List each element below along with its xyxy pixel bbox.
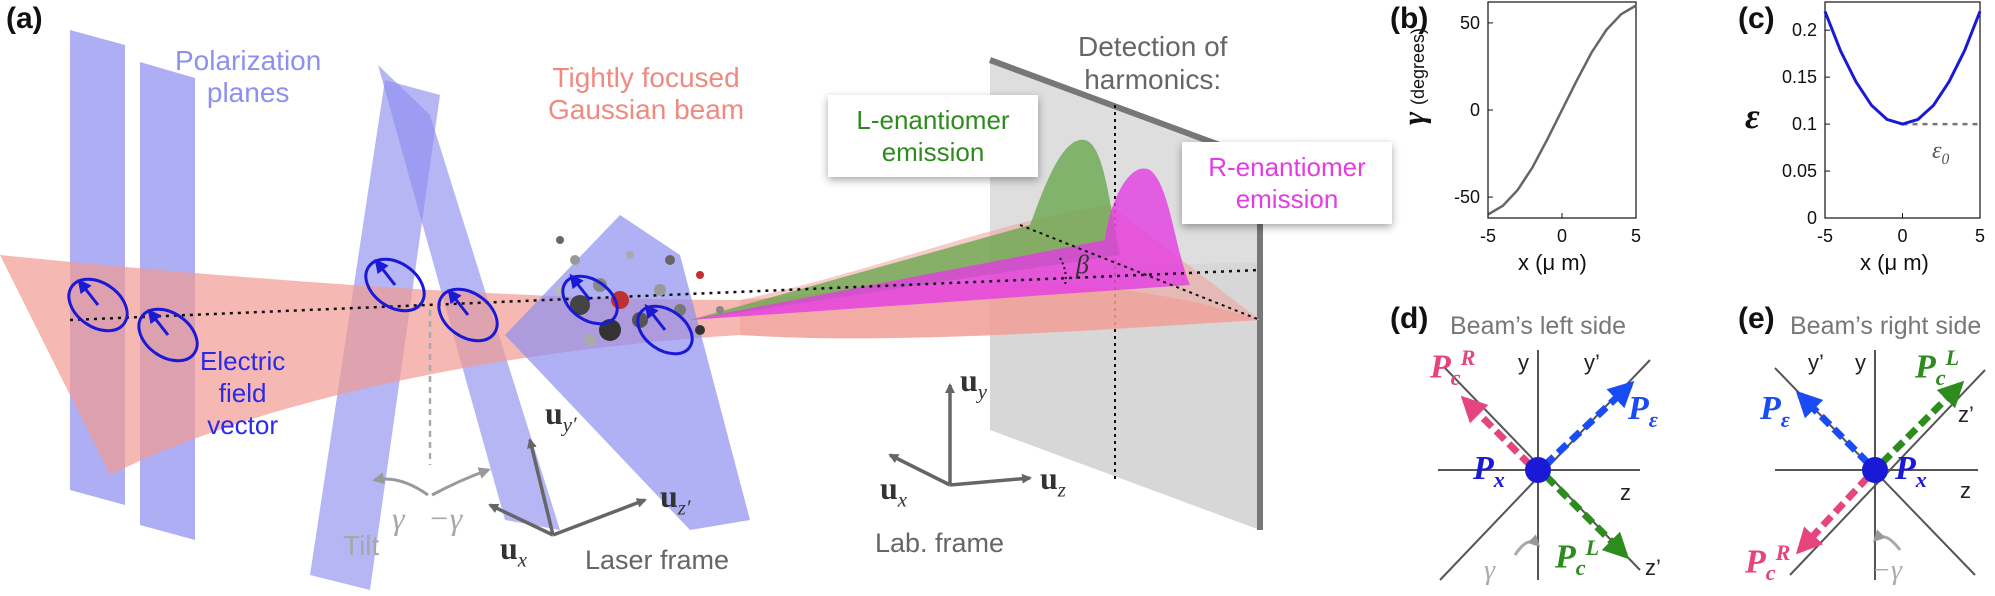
d-z-prime: z’ <box>1645 555 1661 580</box>
gaussian-beam-label: Tightly focused Gaussian beam <box>548 62 745 125</box>
detection-label: Detection of harmonics: <box>1078 31 1228 95</box>
u-x-laser-label: ux <box>500 530 528 572</box>
electric-field-label: Electric field vector <box>200 346 286 440</box>
panel-a-label: (a) <box>6 2 43 35</box>
panel-e-diagram <box>1774 350 1986 580</box>
d-gamma: γ <box>1484 555 1496 586</box>
d-z: z <box>1620 480 1631 505</box>
ellipse-3 <box>364 257 426 313</box>
u-z-lab-label: uz <box>1040 460 1066 502</box>
b-ylabel: γ (degrees) <box>1395 27 1431 125</box>
beta-label: β <box>1076 250 1089 279</box>
d-pc-r-label: PcR <box>1430 345 1476 391</box>
gamma-curve <box>1487 4 1637 216</box>
ellipse-5 <box>561 274 619 326</box>
y-tick-label: 50 <box>1460 13 1480 33</box>
lab-frame-label: Lab. frame <box>875 528 1005 558</box>
molecule-plane <box>505 215 750 530</box>
propagation-axis <box>69 268 1261 322</box>
d-title: Beam’s left side <box>1450 312 1627 340</box>
c-ylabel: ε <box>1745 96 1760 136</box>
y-tick-label: 0 <box>1470 100 1480 120</box>
e-minus-gamma: −γ <box>1872 555 1902 586</box>
panel-b-label: (b) <box>1390 2 1429 35</box>
e-pc-l-label: PcL <box>1915 345 1960 391</box>
l-enantiomer-card: L-enantiomer emission <box>828 95 1038 177</box>
u-y-lab-label: uy <box>960 362 988 404</box>
u-z-prime-label: uz′ <box>660 478 691 520</box>
polarization-ellipses <box>67 257 694 363</box>
y-tick-label: 0 <box>1807 208 1817 228</box>
e-pc-r-label: PcR <box>1745 540 1791 586</box>
pc-l-arrow-d <box>1543 473 1630 560</box>
pc-r-arrow-e <box>1795 474 1871 555</box>
laser-frame-label: Laser frame <box>585 545 730 575</box>
panel-d-label: (d) <box>1390 302 1429 335</box>
beta-line <box>1019 224 1261 321</box>
ellipse-2 <box>137 307 199 363</box>
panel-c-label: (c) <box>1738 2 1775 35</box>
d-pc-l-label: PcL <box>1555 535 1600 581</box>
e-y-prime: y’ <box>1808 350 1824 375</box>
polarization-planes-label: Polarization planes <box>175 45 322 108</box>
tilt-arc-left <box>372 472 429 497</box>
e-p-x-label: Px <box>1895 450 1927 492</box>
x-tick-label: 0 <box>1557 226 1567 246</box>
tilt-label: Tilt <box>343 530 380 561</box>
y-tick-label: 0.05 <box>1782 161 1817 181</box>
x-tick-label: -5 <box>1817 226 1833 246</box>
x-tick-label: 5 <box>1975 226 1985 246</box>
lab-frame-axes <box>888 383 1032 487</box>
minus-gamma-label: −γ <box>428 500 463 536</box>
p-eps-arrow-e <box>1795 390 1871 466</box>
d-p-eps-label: Pε <box>1628 390 1658 432</box>
d-p-x-label: Px <box>1473 450 1505 492</box>
p-eps-arrow-d <box>1542 380 1635 468</box>
y-tick-label: 0.15 <box>1782 67 1817 87</box>
ellipse-6 <box>636 304 694 356</box>
gamma-arc-e <box>1872 529 1902 551</box>
laser-frame-axes <box>488 438 647 537</box>
x-tick-label: 5 <box>1631 226 1641 246</box>
y-tick-label: 0.1 <box>1792 114 1817 134</box>
u-x-lab-label: ux <box>880 470 908 512</box>
beta-arc <box>1059 257 1067 286</box>
ellipse-1 <box>67 277 129 333</box>
pc-l-arrow-e <box>1879 380 1965 466</box>
e-z-prime: z’ <box>1958 402 1974 427</box>
plot-c-frame <box>1824 1 1981 219</box>
panel-d-diagram <box>1438 350 1651 581</box>
u-y-prime-label: uy′ <box>545 395 577 437</box>
origin-dot-e <box>1862 457 1888 483</box>
gamma-arc-d <box>1513 534 1541 556</box>
epsilon-curve <box>1823 10 1982 126</box>
c-xlabel: x (μ m) <box>1860 250 1929 275</box>
gamma-label: γ <box>392 500 405 536</box>
e-y: y <box>1855 350 1866 375</box>
e-title: Beam’s right side <box>1790 312 1982 340</box>
pc-r-arrow-d <box>1460 395 1533 468</box>
b-xlabel: x (μ m) <box>1518 250 1587 275</box>
e-p-eps-label: Pε <box>1760 390 1790 432</box>
epsilon0-label: ε0 <box>1932 138 1950 168</box>
r-enantiomer-card: R-enantiomer emission <box>1182 142 1392 224</box>
ellipse-4 <box>437 287 499 343</box>
origin-dot-d <box>1525 457 1551 483</box>
y-tick-label: -50 <box>1454 187 1480 207</box>
d-y: y <box>1518 350 1529 375</box>
panel-e-label: (e) <box>1738 302 1775 335</box>
d-y-prime: y’ <box>1584 350 1600 375</box>
tilt-arc-right <box>431 467 491 497</box>
panel-a-diagram <box>0 30 1263 590</box>
e-z: z <box>1960 478 1971 503</box>
x-tick-label: 0 <box>1897 226 1907 246</box>
y-tick-label: 0.2 <box>1792 20 1817 40</box>
x-tick-label: -5 <box>1480 226 1496 246</box>
